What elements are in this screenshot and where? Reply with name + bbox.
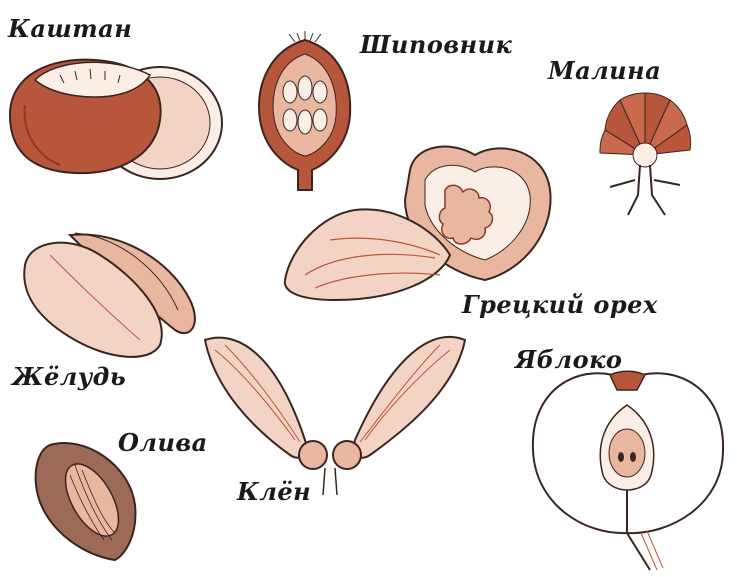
chestnut-illustration <box>0 45 230 185</box>
label-raspberry: Малина <box>548 56 661 85</box>
label-chestnut: Каштан <box>8 14 132 43</box>
raspberry-illustration <box>590 85 705 225</box>
apple-illustration <box>525 365 730 575</box>
olive-illustration <box>30 435 145 565</box>
acorn-illustration <box>10 215 205 365</box>
label-rosehip: Шиповник <box>360 30 512 59</box>
walnut-illustration <box>275 140 565 310</box>
label-acorn: Жёлудь <box>12 362 126 391</box>
maple-illustration <box>195 330 475 505</box>
